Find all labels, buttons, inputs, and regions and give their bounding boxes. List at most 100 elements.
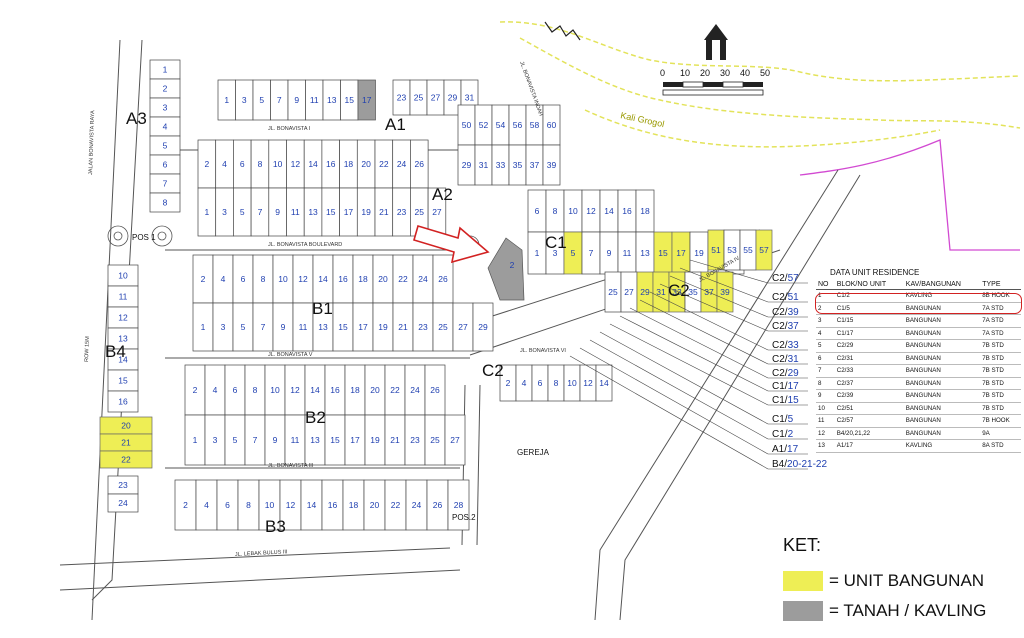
lot-number: 10 [278, 274, 288, 284]
lot-number: 13 [640, 248, 650, 258]
callout-label: C2/37 [772, 321, 799, 332]
table-header-cell: BLOK/NO UNIT [834, 280, 904, 290]
callout-leader [679, 267, 769, 303]
lot-number: 11 [291, 435, 300, 445]
lot-number: 39 [720, 287, 730, 297]
lot-number: 6 [233, 385, 238, 395]
lot-number: 5 [233, 435, 238, 445]
legend-label: = TANAH / KAVLING [829, 601, 987, 620]
lot-number: 22 [390, 385, 400, 395]
lot-number: 9 [607, 248, 612, 258]
table-cell: BANGUNAN [903, 352, 981, 365]
lot-number: 10 [567, 378, 577, 388]
lot-number: 13 [318, 322, 328, 332]
table-cell: C1/17 [834, 327, 904, 340]
table-cell: C2/51 [834, 402, 904, 415]
lot-number: 11 [119, 292, 128, 302]
lot-number: 3 [163, 103, 168, 113]
lot-number: 13 [327, 95, 337, 105]
lot-number: 18 [349, 500, 359, 510]
lot-number: 12 [583, 378, 593, 388]
table-cell: BANGUNAN [903, 414, 981, 428]
legend-item-unit-bangunan: = UNIT BANGUNAN [783, 570, 984, 592]
lot-number: 10 [273, 159, 283, 169]
table-cell: C2/39 [834, 389, 904, 403]
lot-number: 26 [438, 274, 448, 284]
lot [472, 302, 494, 352]
lot-number: 52 [479, 120, 489, 130]
lot-number: 19 [694, 248, 704, 258]
lot-number: 4 [522, 378, 527, 388]
lot-number: 11 [310, 95, 319, 105]
table-cell: BANGUNAN [903, 389, 981, 403]
lot [595, 364, 613, 402]
lot-number: 12 [586, 206, 596, 216]
lot-number: 2 [506, 378, 511, 388]
callout-leader [589, 339, 769, 440]
callout-leader [629, 307, 769, 379]
lot-number: 8 [163, 198, 168, 208]
lot-number: 19 [361, 207, 371, 217]
lot [107, 390, 139, 413]
lot-number: 2 [510, 260, 515, 270]
lot-number: 25 [430, 435, 440, 445]
table-cell: C2/29 [834, 339, 904, 353]
table-cell: 7B STD [980, 377, 1021, 390]
callout-leader [649, 291, 769, 351]
callout-leader [619, 315, 769, 392]
lot [357, 79, 376, 121]
lot-number: 24 [412, 500, 422, 510]
lot-number: 15 [658, 248, 668, 258]
lot-number: 10 [270, 385, 280, 395]
lot-number: 25 [415, 207, 425, 217]
callout-leader [609, 323, 769, 406]
table-cell: 11 [816, 414, 835, 428]
lot [107, 493, 139, 513]
lot-number: 9 [281, 322, 286, 332]
lot-number: 10 [118, 271, 128, 281]
table-cell: KAVLING [903, 289, 981, 303]
lot-c1-2 [487, 237, 525, 301]
road-label-bonavista-i: JL. BONAVISTA I [268, 126, 311, 132]
lot-number: 20 [370, 500, 380, 510]
scale-tick-0: 0 [660, 68, 665, 78]
lot-number: 18 [358, 274, 368, 284]
lot-number: 26 [415, 159, 425, 169]
table-cell: 7A STD [980, 314, 1021, 328]
lot-number: 33 [672, 287, 682, 297]
lot-number: 22 [391, 500, 401, 510]
lot-number: 20 [378, 274, 388, 284]
lot-number: 19 [378, 322, 388, 332]
callout-label: C2/57 [772, 273, 799, 284]
lot-number: 5 [240, 207, 245, 217]
lot-number: 7 [253, 435, 258, 445]
callout-leader [689, 259, 769, 284]
lot-number: 1 [535, 248, 540, 258]
lot-number: 56 [513, 120, 523, 130]
lot-number: 10 [568, 206, 578, 216]
callout-label: C2/39 [772, 307, 799, 318]
lot-number: 27 [624, 287, 634, 297]
table-cell: 7B STD [980, 402, 1021, 415]
lot-number: 8 [554, 378, 559, 388]
lot-number: 23 [397, 207, 407, 217]
table-header-cell: TYPE [980, 280, 1021, 290]
table-cell: C1/2 [834, 289, 904, 303]
lot-number: 15 [345, 95, 355, 105]
block-label-b3: B3 [265, 517, 286, 536]
lot-number: 4 [163, 122, 168, 132]
lot-number: 12 [290, 385, 300, 395]
table-cell: 8B HOOK [980, 289, 1021, 303]
lot-number: 4 [222, 159, 227, 169]
callout-leader [639, 299, 769, 365]
table-cell: C1/15 [834, 314, 904, 328]
lot-number: 13 [308, 207, 318, 217]
block-label-b2: B2 [305, 408, 326, 427]
